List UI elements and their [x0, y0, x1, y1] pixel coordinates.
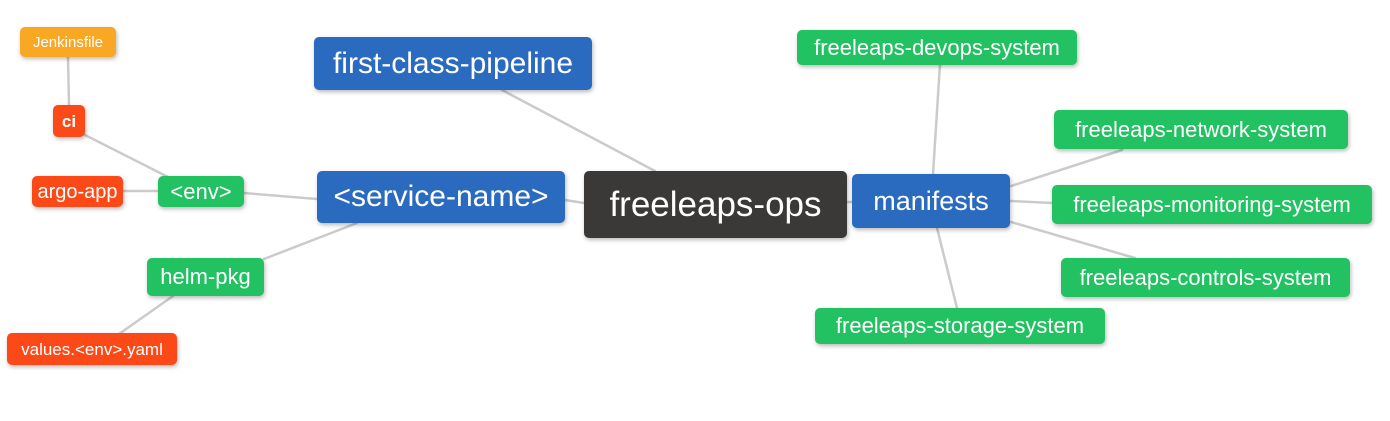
edge-jenkinsfile-ci: [66, 55, 71, 107]
node-storage-system[interactable]: freeleaps-storage-system: [815, 308, 1105, 344]
node-label: freeleaps-monitoring-system: [1073, 191, 1351, 217]
node-freeleaps-ops[interactable]: freeleaps-ops: [584, 171, 847, 238]
node-jenkinsfile[interactable]: Jenkinsfile: [20, 27, 116, 57]
edge-first-class-pipeline-freeleaps-ops: [500, 88, 657, 173]
node-first-class-pipeline[interactable]: first-class-pipeline: [314, 37, 592, 90]
node-label: values.<env>.yaml: [21, 339, 163, 359]
edge-service-name-helm-pkg: [262, 221, 359, 261]
node-label: <service-name>: [333, 180, 549, 213]
edge-manifests-network-system: [1009, 148, 1124, 188]
node-manifests[interactable]: manifests: [852, 174, 1010, 228]
node-label: freeleaps-devops-system: [814, 34, 1060, 60]
node-label: freeleaps-network-system: [1075, 116, 1327, 142]
edge-manifests-controls-system: [1009, 220, 1137, 260]
node-helm-pkg[interactable]: helm-pkg: [147, 258, 264, 296]
node-monitoring-system[interactable]: freeleaps-monitoring-system: [1052, 185, 1372, 224]
edge-service-name-freeleaps-ops: [563, 198, 586, 205]
node-label: Jenkinsfile: [32, 33, 104, 51]
node-controls-system[interactable]: freeleaps-controls-system: [1061, 258, 1350, 297]
node-label: freeleaps-storage-system: [835, 313, 1085, 338]
edge-manifests-devops-system: [931, 62, 942, 176]
edge-ci-env: [83, 133, 170, 179]
node-argo-app[interactable]: argo-app: [32, 176, 123, 207]
node-label: <env>: [170, 178, 232, 204]
node-label: ci: [61, 111, 77, 131]
node-network-system[interactable]: freeleaps-network-system: [1054, 110, 1348, 149]
node-service-name[interactable]: <service-name>: [317, 171, 565, 223]
node-values-env-yaml[interactable]: values.<env>.yaml: [7, 333, 177, 365]
node-env[interactable]: <env>: [158, 176, 244, 207]
node-label: manifests: [873, 185, 989, 216]
node-ci[interactable]: ci: [53, 105, 85, 137]
node-label: freeleaps-ops: [609, 185, 822, 224]
edge-manifests-monitoring-system: [1009, 199, 1054, 205]
node-devops-system[interactable]: freeleaps-devops-system: [797, 30, 1077, 65]
edge-manifests-storage-system: [935, 226, 959, 310]
node-label: helm-pkg: [160, 264, 251, 289]
node-label: first-class-pipeline: [332, 46, 574, 80]
node-label: freeleaps-controls-system: [1079, 264, 1332, 290]
edge-helm-pkg-values-env-yaml: [117, 294, 175, 336]
edge-env-service-name: [242, 191, 319, 201]
node-label: argo-app: [37, 180, 118, 203]
